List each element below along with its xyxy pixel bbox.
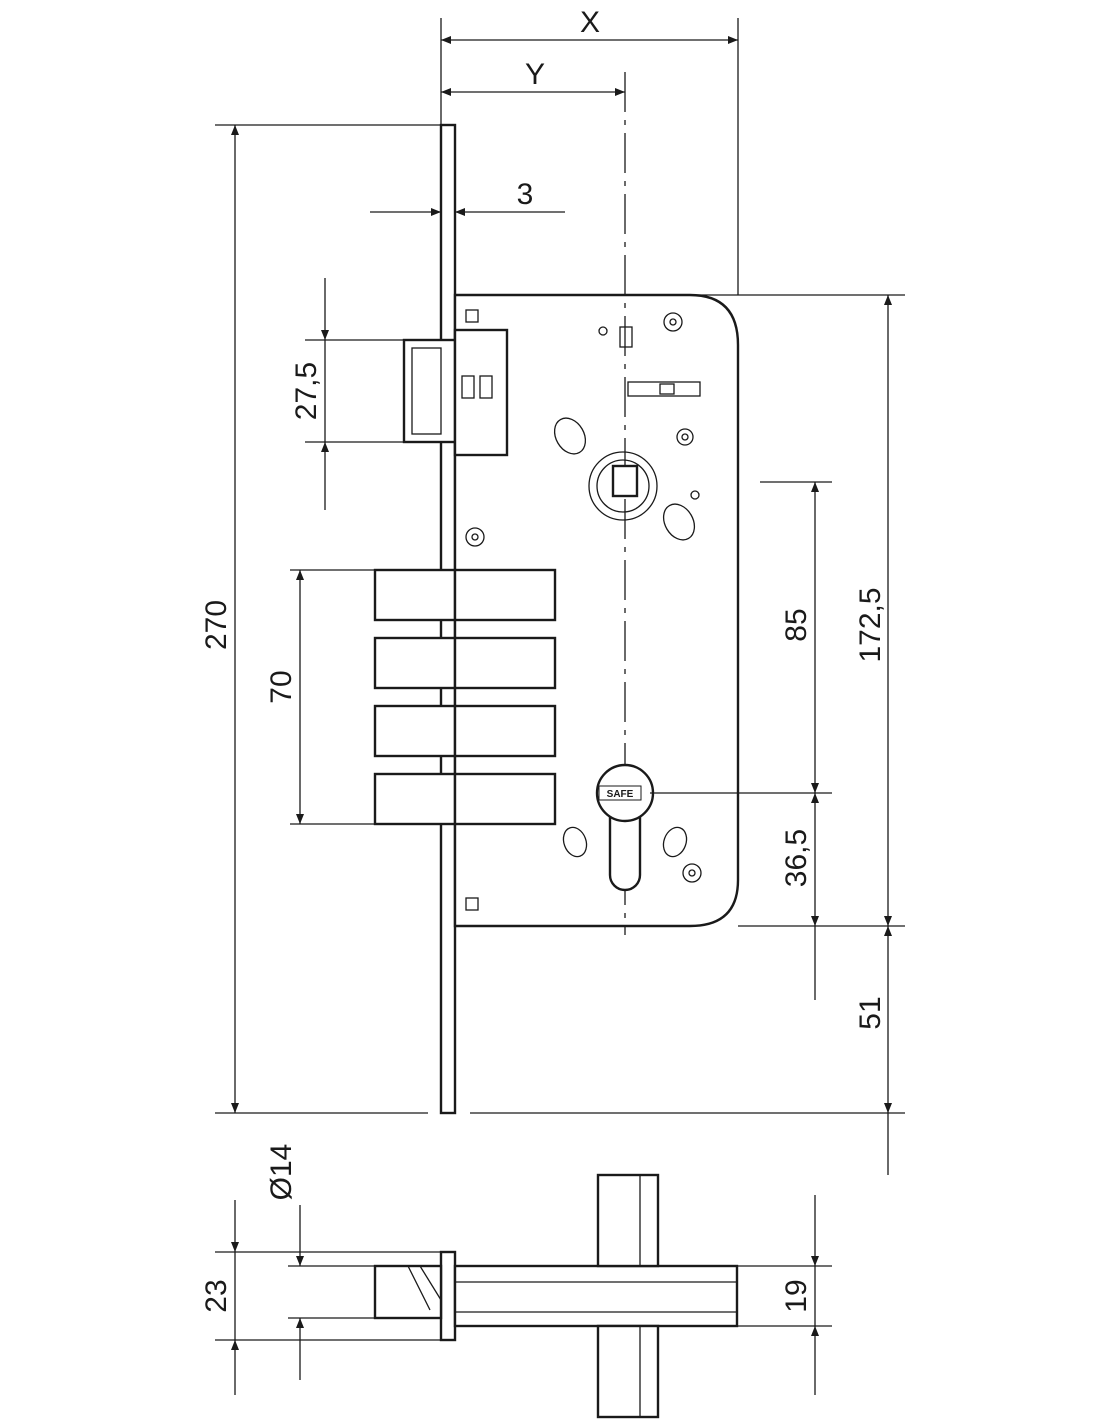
latch	[402, 328, 509, 457]
label-bottom-offset: 51	[854, 996, 887, 1029]
side-follower-bottom	[596, 1324, 660, 1419]
label-faceplate-thickness: 3	[517, 178, 534, 211]
spindle-follower	[553, 417, 696, 541]
cylinder-badge	[598, 785, 642, 801]
cylinder-badge-text: SAFE	[607, 789, 634, 800]
label-case-height: 172,5	[854, 587, 887, 662]
dimension-labels: X Y 3 270 27,5 70 85 172,5 36,5 51 Ø14 2…	[200, 6, 887, 1313]
label-cylinder-diameter: Ø14	[265, 1144, 298, 1201]
side-faceplate	[439, 1250, 457, 1342]
label-latch-height: 27,5	[290, 362, 323, 420]
deadbolts	[373, 568, 557, 826]
label-spindle-to-cylinder: 85	[780, 608, 813, 641]
side-follower-top	[596, 1173, 660, 1268]
side-view	[215, 1173, 832, 1419]
label-cylinder-to-bottom: 36,5	[780, 829, 813, 887]
label-side-faceplate-width: 23	[200, 1279, 233, 1312]
dimension-lines	[215, 18, 905, 1175]
lock-case	[453, 293, 740, 928]
side-latch	[373, 1264, 443, 1320]
side-body	[453, 1264, 739, 1328]
front-view: SAFE	[373, 72, 740, 1115]
label-side-body-width: 19	[780, 1279, 813, 1312]
case-rivets	[465, 309, 702, 911]
label-x: X	[580, 6, 600, 39]
label-overall-height: 270	[200, 600, 233, 650]
label-y: Y	[525, 58, 545, 91]
label-bolts-span: 70	[265, 670, 298, 703]
